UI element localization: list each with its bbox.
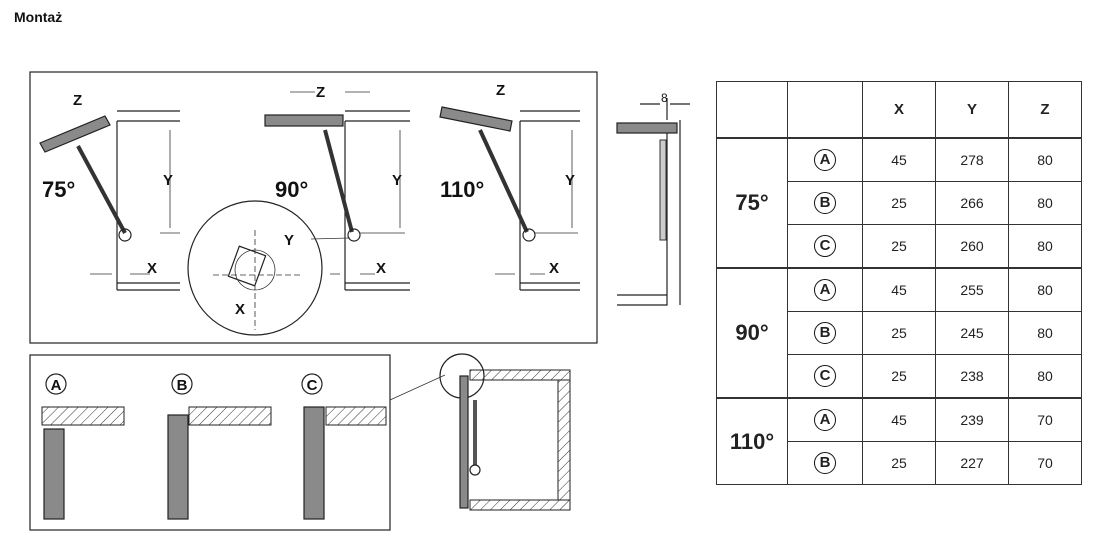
variant-c: C — [301, 373, 387, 520]
value-z: 80 — [1008, 224, 1082, 269]
variant-badge: C — [814, 235, 836, 257]
dim-x: X — [147, 260, 157, 277]
side-view: 8 — [616, 91, 690, 306]
variant-badge: A — [814, 149, 836, 171]
angle-label-75: 75° — [42, 177, 75, 202]
variant-a: A — [41, 373, 125, 520]
value-z: 70 — [1008, 397, 1082, 442]
value-z: 80 — [1008, 267, 1082, 312]
value-z: 70 — [1008, 441, 1082, 485]
value-y: 278 — [935, 137, 1009, 182]
variant-cell: A — [787, 137, 863, 182]
value-x: 25 — [862, 181, 936, 225]
value-y: 245 — [935, 311, 1009, 355]
dim-z: Z — [73, 92, 82, 109]
variant-label-a: A — [51, 377, 62, 394]
value-y: 260 — [935, 224, 1009, 269]
variant-cell: B — [787, 441, 863, 485]
variant-badge: A — [814, 279, 836, 301]
value-z: 80 — [1008, 354, 1082, 399]
value-x: 25 — [862, 311, 936, 355]
angle-label-90: 90° — [275, 177, 308, 202]
variant-badge: B — [814, 322, 836, 344]
dim-y: Y — [565, 172, 575, 189]
section-title: Montaż — [14, 9, 63, 25]
dim-z: Z — [496, 82, 505, 99]
value-y: 255 — [935, 267, 1009, 312]
variant-label-c: C — [307, 377, 318, 394]
value-x: 45 — [862, 137, 936, 182]
variant-cell: B — [787, 181, 863, 225]
view-90: 90° Y X Z Y X — [187, 84, 410, 336]
value-y: 227 — [935, 441, 1009, 485]
dim-z: Z — [316, 84, 325, 101]
dim-y: Y — [392, 172, 402, 189]
value-z: 80 — [1008, 311, 1082, 355]
value-y: 239 — [935, 397, 1009, 442]
variant-label-b: B — [177, 377, 188, 394]
value-x: 45 — [862, 397, 936, 442]
angle-cell: 90° — [716, 267, 788, 399]
variant-badge: B — [814, 452, 836, 474]
value-y: 238 — [935, 354, 1009, 399]
dim-x: X — [376, 260, 386, 277]
variant-cell: A — [787, 267, 863, 312]
variant-cell: C — [787, 224, 863, 269]
col-z: Z — [1008, 81, 1082, 139]
detail-magnifier — [187, 200, 323, 336]
col-y: Y — [935, 81, 1009, 139]
angle-label-110: 110° — [440, 177, 484, 202]
table-header-row: X Y Z — [716, 81, 1082, 139]
variant-badge: B — [814, 192, 836, 214]
cabinet-overview — [389, 353, 571, 511]
angle-views-frame — [29, 71, 598, 344]
detail-dim-x: X — [235, 301, 245, 318]
variant-cell: B — [787, 311, 863, 355]
angle-cell: 75° — [716, 137, 788, 269]
angle-cell: 110° — [716, 397, 788, 485]
detail-dim-y: Y — [284, 232, 294, 249]
value-x: 45 — [862, 267, 936, 312]
variant-cell: C — [787, 354, 863, 399]
col-x: X — [862, 81, 936, 139]
value-z: 80 — [1008, 137, 1082, 182]
value-x: 25 — [862, 354, 936, 399]
value-x: 25 — [862, 441, 936, 485]
variant-cell: A — [787, 397, 863, 442]
variant-badge: A — [814, 409, 836, 431]
variant-badge: C — [814, 365, 836, 387]
side-dim-8: 8 — [661, 91, 668, 105]
value-x: 25 — [862, 224, 936, 269]
dim-y: Y — [163, 172, 173, 189]
value-y: 266 — [935, 181, 1009, 225]
view-110: 110° Y X Z — [439, 82, 580, 291]
view-75: 75° Y X Z — [39, 92, 180, 291]
variant-b: B — [167, 373, 272, 520]
dim-x: X — [549, 260, 559, 277]
variants-frame — [29, 354, 391, 531]
value-z: 80 — [1008, 181, 1082, 225]
